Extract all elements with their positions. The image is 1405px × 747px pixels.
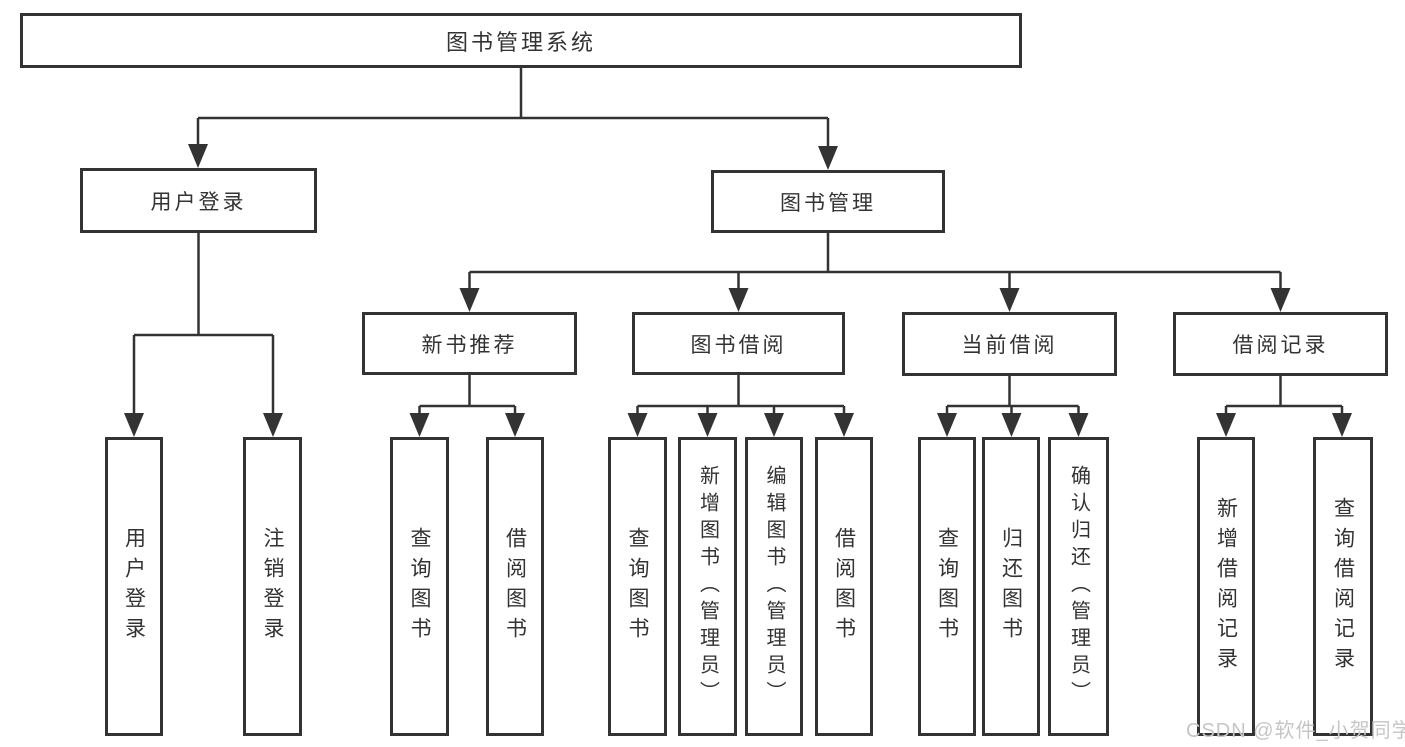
node-book-management: 图书管理 <box>711 170 945 233</box>
node-borrowing-records: 借阅记录 <box>1173 312 1388 376</box>
leaf-add-book-admin: 新增图书（管理员） <box>678 437 737 736</box>
leaf-label: 编辑图书（管理员） <box>763 465 785 708</box>
leaf-label: 确认归还（管理员） <box>1067 465 1090 708</box>
leaf-label: 借阅图书 <box>832 526 856 647</box>
leaf-borrow-books-recommend: 借阅图书 <box>486 437 544 736</box>
leaf-label: 查询图书 <box>626 526 649 647</box>
leaf-confirm-return-admin: 确认归还（管理员） <box>1048 437 1109 736</box>
node-library-management-system: 图书管理系统 <box>20 13 1022 68</box>
leaf-label: 借阅图书 <box>503 526 527 647</box>
node-book-borrowing: 图书借阅 <box>632 312 845 375</box>
leaf-query-books-borrow: 查询图书 <box>608 437 667 736</box>
leaf-query-books-current: 查询图书 <box>918 437 976 736</box>
leaf-add-borrow-record: 新增借阅记录 <box>1197 437 1255 736</box>
leaf-logout: 注销登录 <box>243 437 302 736</box>
leaf-label: 查询图书 <box>408 526 431 647</box>
leaf-query-books-recommend: 查询图书 <box>390 437 449 736</box>
leaf-return-book: 归还图书 <box>982 437 1040 736</box>
leaf-label: 归还图书 <box>999 526 1023 647</box>
leaf-label: 新增图书（管理员） <box>696 465 719 708</box>
leaf-query-borrow-record: 查询借阅记录 <box>1313 437 1373 736</box>
leaf-label: 用户登录 <box>122 526 146 647</box>
leaf-user-login: 用户登录 <box>105 437 163 736</box>
leaf-label: 查询借阅记录 <box>1331 496 1355 677</box>
leaf-label: 查询图书 <box>935 526 959 647</box>
node-user-login: 用户登录 <box>80 168 317 233</box>
node-new-book-recommendation: 新书推荐 <box>362 312 577 375</box>
leaf-label: 注销登录 <box>261 526 284 647</box>
leaf-borrow-books: 借阅图书 <box>815 437 873 736</box>
csdn-watermark: CSDN @软件_小贺同学 <box>1186 720 1405 742</box>
node-current-borrowing: 当前借阅 <box>902 312 1117 376</box>
leaf-label: 新增借阅记录 <box>1214 496 1238 677</box>
leaf-edit-book-admin: 编辑图书（管理员） <box>745 437 803 736</box>
